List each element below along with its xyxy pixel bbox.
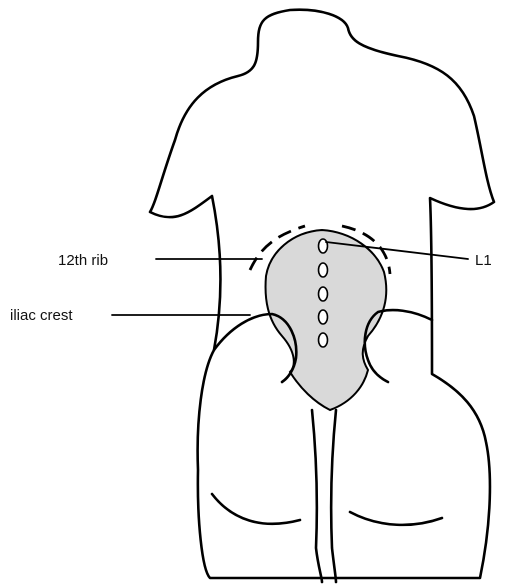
vertebra-l4 xyxy=(319,310,328,324)
vertebra-l3 xyxy=(319,287,328,301)
left-buttock-crease xyxy=(212,494,300,524)
vertebra-l5 xyxy=(319,333,328,347)
vertebra-l1 xyxy=(319,239,328,253)
gluteal-cleft-left xyxy=(312,410,322,582)
label-12th-rib: 12th rib xyxy=(58,252,108,269)
vertebra-l2 xyxy=(319,263,328,277)
right-buttock-crease xyxy=(350,512,442,525)
label-iliac-crest: iliac crest xyxy=(10,307,73,324)
label-l1: L1 xyxy=(475,252,492,269)
gluteal-cleft-right xyxy=(331,410,336,582)
